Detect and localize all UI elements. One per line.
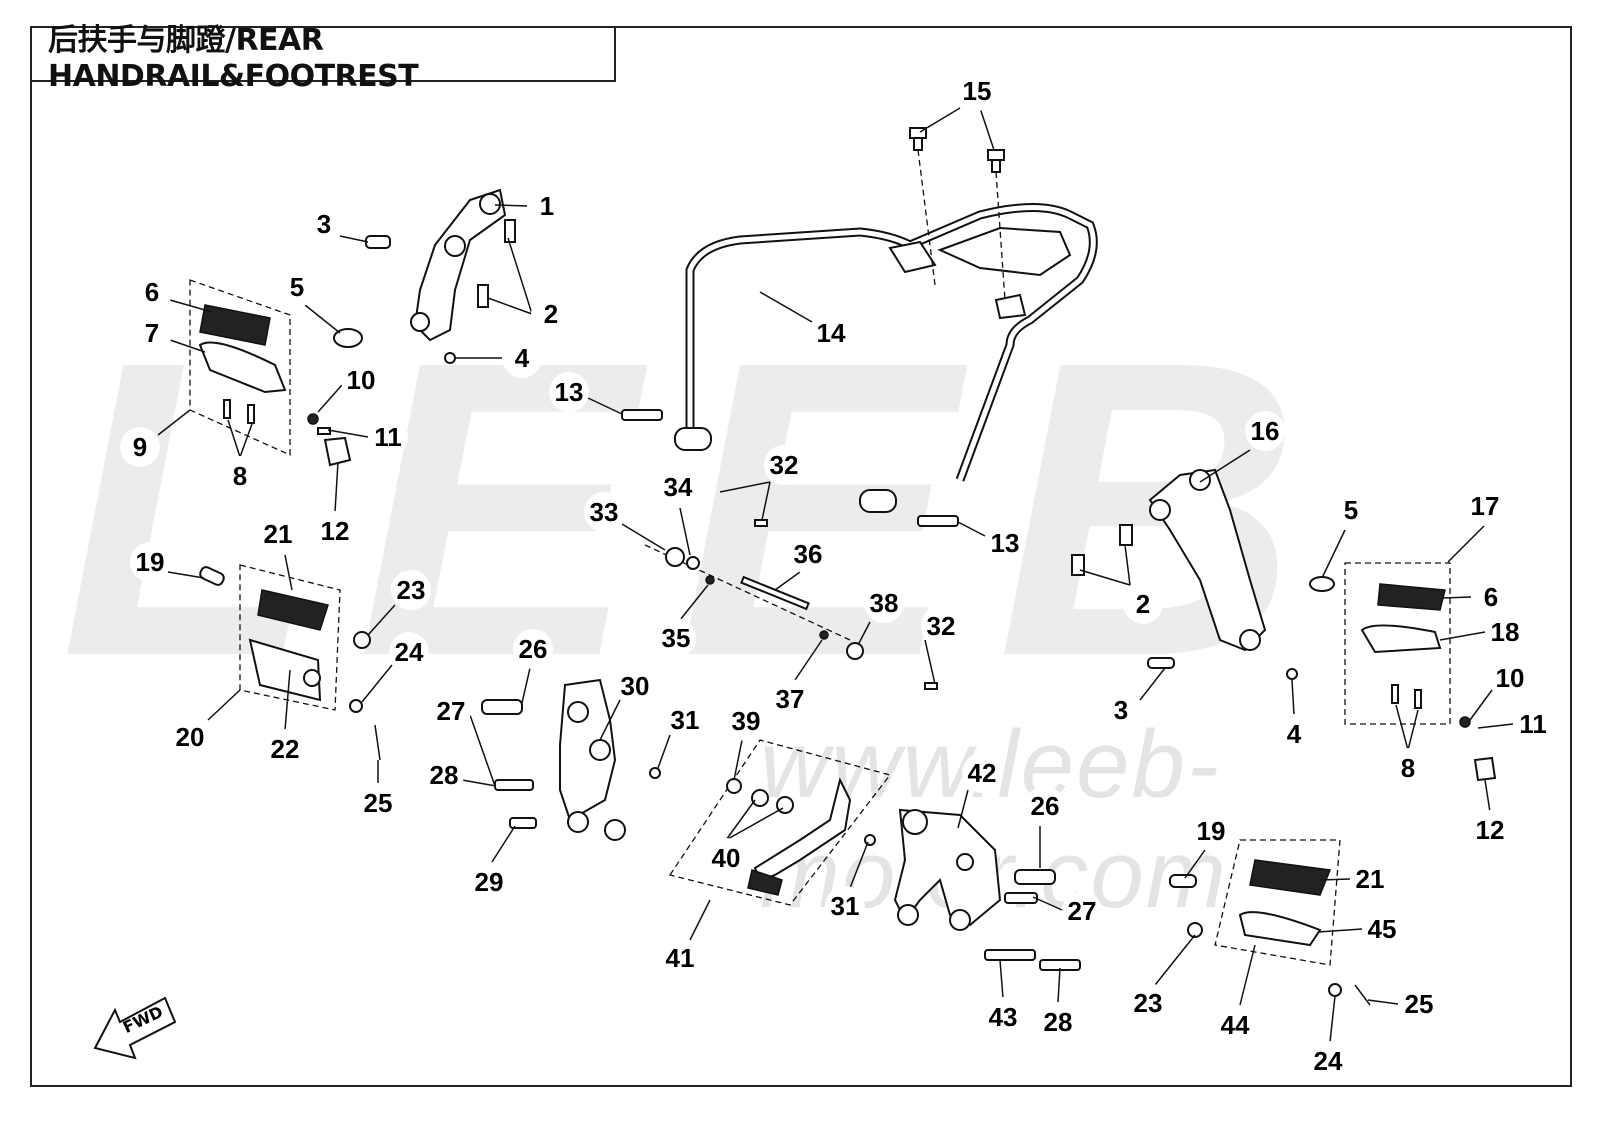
callout-42: 42 [962, 753, 1002, 793]
callout-10: 10 [341, 360, 381, 400]
callout-45: 45 [1362, 909, 1402, 949]
callout-13: 13 [549, 372, 589, 412]
callout-28: 28 [424, 755, 464, 795]
callout-36: 36 [788, 534, 828, 574]
callout-9: 9 [120, 427, 160, 467]
callout-31b: 31 [825, 886, 865, 926]
callout-38: 38 [864, 583, 904, 623]
callout-10b: 10 [1490, 658, 1530, 698]
callout-11: 11 [368, 417, 408, 457]
callout-26: 26 [513, 629, 553, 669]
callout-18: 18 [1485, 612, 1525, 652]
left-rider-footrest [189, 279, 352, 467]
callout-6: 6 [132, 272, 172, 312]
callout-15: 15 [957, 71, 997, 111]
shift-pedal [668, 739, 892, 906]
callout-3b: 3 [1101, 690, 1141, 730]
right-rider-footrest [1344, 562, 1497, 782]
callout-6b: 6 [1471, 577, 1511, 617]
callout-17: 17 [1465, 486, 1505, 526]
callout-27b: 27 [1062, 891, 1102, 931]
callout-2: 2 [531, 294, 571, 334]
callout-25: 25 [358, 783, 398, 823]
callout-8b: 8 [1388, 748, 1428, 788]
callout-21b: 21 [1350, 859, 1390, 899]
callout-40: 40 [706, 838, 746, 878]
callout-19b: 19 [1191, 811, 1231, 851]
callout-44: 44 [1215, 1005, 1255, 1045]
callout-34: 34 [658, 467, 698, 507]
callout-4: 4 [502, 338, 542, 378]
rear-handrail [674, 203, 1098, 513]
callout-24: 24 [389, 632, 429, 672]
right-footrest-bracket [893, 808, 1081, 971]
callout-2b: 2 [1123, 584, 1163, 624]
callout-41: 41 [660, 938, 700, 978]
right-passenger-footrest [1169, 839, 1371, 1006]
callout-23: 23 [391, 570, 431, 610]
callout-37: 37 [770, 679, 810, 719]
callout-4b: 4 [1274, 714, 1314, 754]
fwd-arrow [93, 996, 177, 1060]
callout-3: 3 [304, 204, 344, 244]
left-passenger-footrest [199, 564, 381, 761]
callout-35: 35 [656, 618, 696, 658]
diagram-title: 后扶手与脚蹬/REAR HANDRAIL&FOOTREST [30, 23, 616, 94]
callout-27: 27 [431, 691, 471, 731]
callout-5: 5 [277, 267, 317, 307]
callout-33: 33 [584, 492, 624, 532]
callout-12: 12 [315, 511, 355, 551]
callout-5b: 5 [1331, 490, 1371, 530]
callout-28b: 28 [1038, 1002, 1078, 1042]
callout-39: 39 [726, 701, 766, 741]
callout-32b: 32 [921, 606, 961, 646]
callout-24b: 24 [1308, 1041, 1348, 1081]
right-bracket [1071, 468, 1335, 680]
callout-30: 30 [615, 666, 655, 706]
callout-25b: 25 [1399, 984, 1439, 1024]
callout-21: 21 [258, 514, 298, 554]
bolt-13 [621, 409, 959, 527]
diagram-frame [30, 26, 1572, 1087]
callout-14: 14 [811, 313, 851, 353]
callout-1: 1 [527, 186, 567, 226]
callout-26b: 26 [1025, 786, 1065, 826]
callout-12b: 12 [1470, 810, 1510, 850]
callout-32: 32 [764, 445, 804, 485]
left-bracket [333, 188, 516, 364]
callout-29: 29 [469, 862, 509, 902]
callout-11b: 11 [1513, 704, 1553, 744]
callout-16: 16 [1245, 411, 1285, 451]
callout-22: 22 [265, 729, 305, 769]
callout-20: 20 [170, 717, 210, 757]
callout-19: 19 [130, 542, 170, 582]
callout-43: 43 [983, 997, 1023, 1037]
callout-31: 31 [665, 700, 705, 740]
callout-13b: 13 [985, 523, 1025, 563]
callout-23b: 23 [1128, 983, 1168, 1023]
callout-8: 8 [220, 456, 260, 496]
shift-linkage [644, 519, 938, 690]
callout-7: 7 [132, 313, 172, 353]
